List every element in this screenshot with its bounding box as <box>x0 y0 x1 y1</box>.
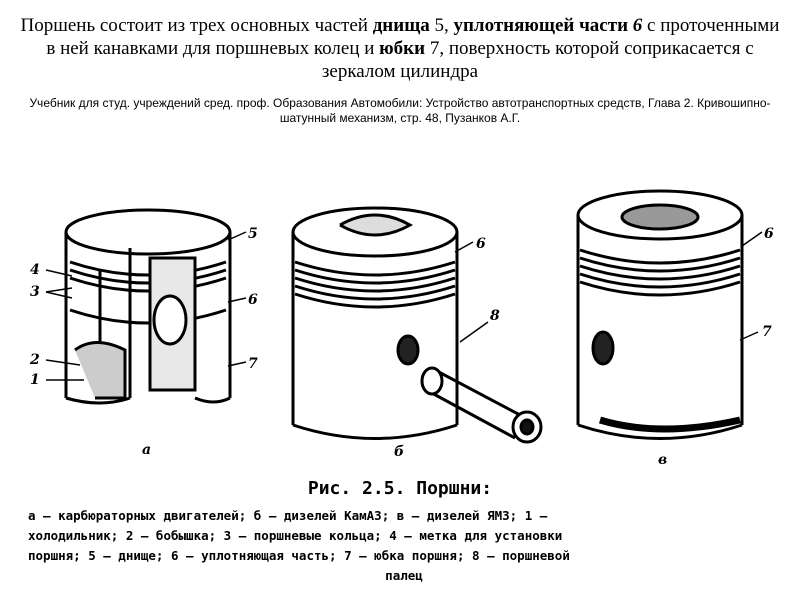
figure-label-b: б <box>394 444 404 460</box>
figure-caption-title: Рис. 2.5. Поршни: <box>307 478 493 499</box>
piston-b-drawing <box>291 206 459 440</box>
slide-title: Поршень состоит из трех основных частей … <box>20 14 780 83</box>
title-bold-2: уплотняющей части <box>453 15 629 36</box>
caption-line-1: а — карбюраторных двигателей; б — дизеле… <box>28 508 548 523</box>
title-bold-4: юбки <box>379 38 426 59</box>
label-4: 4 <box>30 262 40 278</box>
label-1: 1 <box>30 372 40 388</box>
label-2: 2 <box>29 352 40 368</box>
label-8: 8 <box>490 308 500 324</box>
title-text-2: 5, <box>429 15 454 36</box>
label-5: 5 <box>248 226 258 242</box>
title-text-1: Поршень состоит из трех основных частей <box>20 15 373 36</box>
title-bold-1: днища <box>372 15 430 36</box>
label-6c: 6 <box>764 226 774 242</box>
caption-line-4: палец <box>385 568 423 583</box>
caption-line-2: холодильник; 2 — бобышка; 3 — поршневые … <box>28 528 563 543</box>
title-text-4: с проточенными в ней канавками для поршн… <box>46 15 780 59</box>
figure-label-c: в <box>658 452 667 468</box>
figure-label-a: а <box>142 442 151 458</box>
source-citation: Учебник для студ. учреждений сред. проф.… <box>29 96 771 125</box>
piston-pin-drawing <box>420 366 543 444</box>
title-text-5: 7, поверхность которой соприкасается с з… <box>321 38 754 82</box>
label-7c: 7 <box>762 324 772 340</box>
caption-line-3: поршня; 5 — днище; 6 — уплотняющая часть… <box>28 548 570 563</box>
piston-c-drawing <box>576 189 744 440</box>
piston-a-drawing <box>64 208 232 405</box>
title-bold-3: 6 <box>632 15 643 36</box>
label-7a: 7 <box>248 356 258 372</box>
label-6a: 6 <box>248 292 258 308</box>
figure-caption: а — карбюраторных двигателей; б — дизеле… <box>28 506 780 586</box>
pistons-figure: 4 3 2 1 5 6 7 6 8 6 7 а б в <box>29 189 774 468</box>
label-3: 3 <box>30 284 40 300</box>
label-6b: 6 <box>476 236 486 252</box>
